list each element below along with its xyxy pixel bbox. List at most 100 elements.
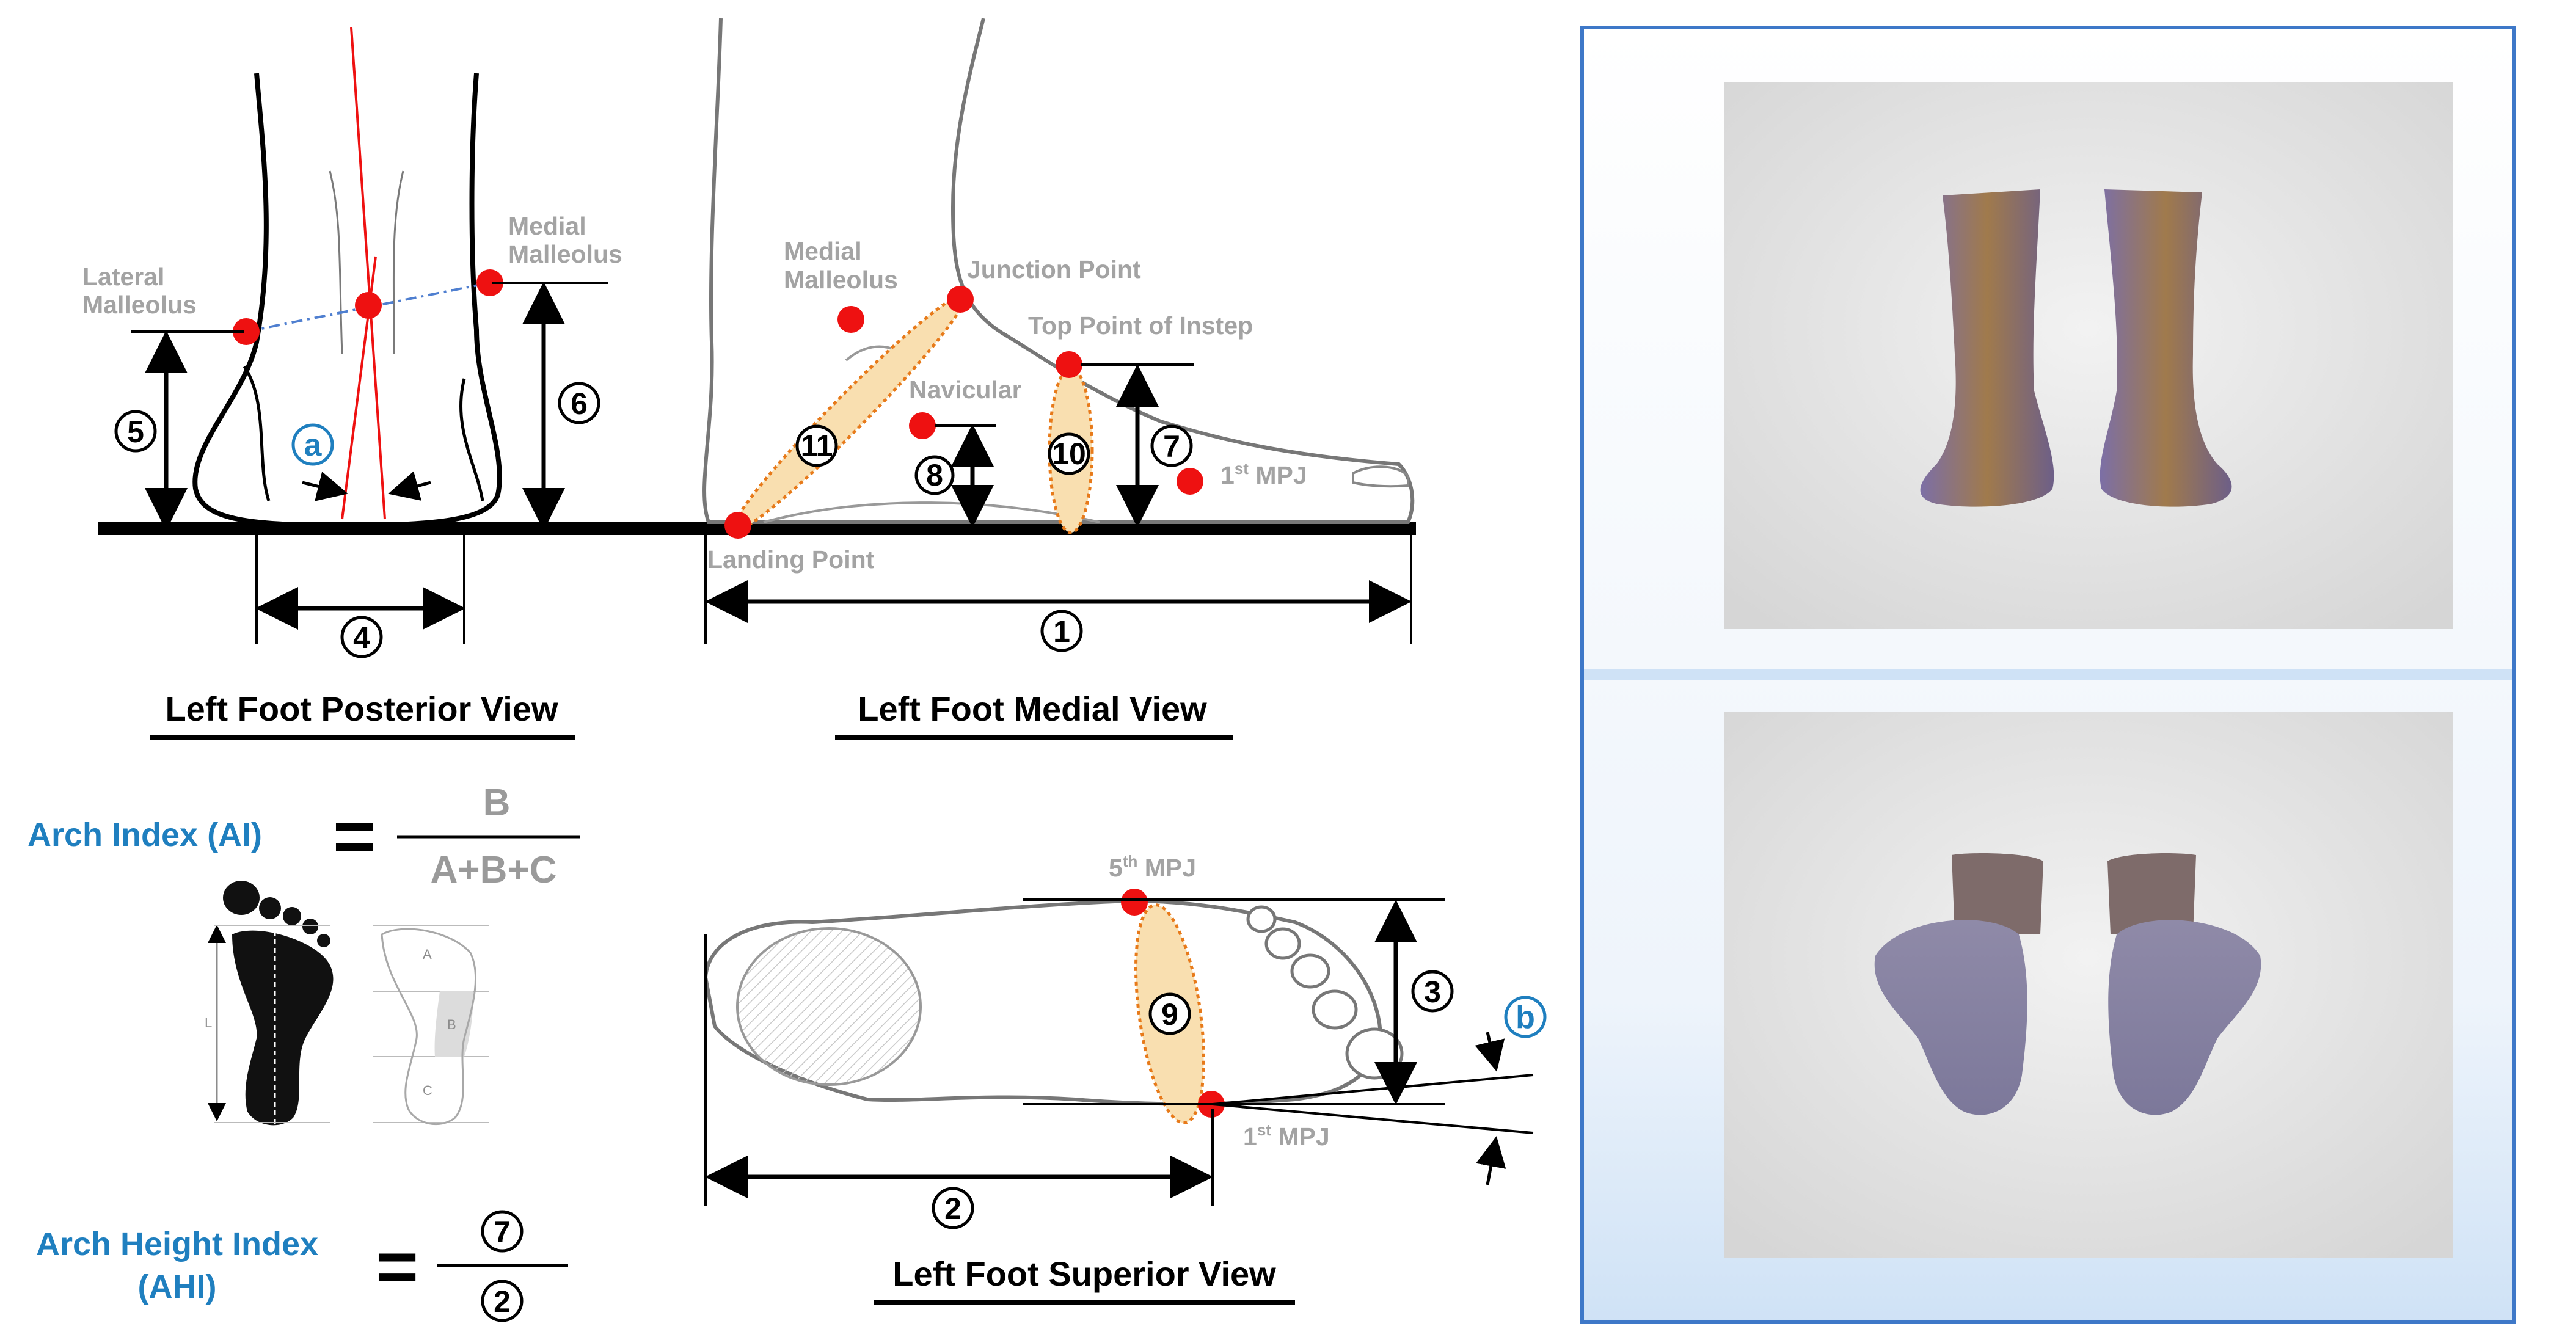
posterior-foot-outline — [192, 73, 502, 528]
angle-a-label: a — [304, 428, 323, 463]
medial-foot-outline — [702, 18, 1415, 524]
posterior-inner-contour — [243, 365, 271, 501]
bottom-left-sole — [1874, 920, 2027, 1115]
measure-8-label: 8 — [926, 458, 943, 492]
angle-arrow-left — [302, 472, 348, 501]
toe-outline-5 — [1246, 905, 1277, 933]
front-render-box — [1724, 82, 2453, 629]
toe-5 — [317, 934, 330, 947]
region-b-label: B — [447, 1017, 456, 1032]
measure-5-label: 5 — [127, 415, 144, 449]
measure-1-badge — [1040, 610, 1083, 652]
ahi-numerator: 7 — [494, 1215, 511, 1249]
angle-b-arrow-bottom — [1476, 1136, 1506, 1185]
top-point-marker — [1056, 351, 1082, 378]
measure-6-label: 6 — [571, 387, 588, 421]
measure-8-badge — [914, 455, 955, 495]
measure-1-label: 1 — [1053, 614, 1070, 649]
top-point-label: Top Point of Instep — [1028, 311, 1253, 340]
measure-11-label: 11 — [801, 429, 833, 463]
front-left-foot — [1920, 189, 2054, 507]
mpj1-label: 1st MPJ — [1220, 459, 1307, 489]
bottom-right-sole — [2108, 920, 2261, 1115]
region-a-label: A — [423, 947, 432, 962]
region-outline — [381, 928, 477, 1126]
medial-arch-contour — [763, 501, 1100, 523]
measure-2-label: 2 — [944, 1192, 961, 1226]
toe-outline-4 — [1264, 927, 1301, 960]
bottom-view-feet-render — [1874, 853, 2261, 1115]
lateral-malleolus-label-1: Lateral — [82, 263, 164, 291]
medial-malleolus-marker — [476, 269, 503, 296]
arch-index-numerator: B — [483, 782, 511, 824]
bottom-right-ankle — [2107, 853, 2196, 934]
achilles-line-right — [392, 170, 404, 355]
superior-view: 9 5th MPJ 1st MPJ 3 b 2 Left Foot Superi… — [703, 852, 1547, 1305]
measure-7-badge — [1150, 424, 1193, 467]
junction-point-marker — [947, 286, 974, 313]
medial-malleolus-label-2: Malleolus — [508, 240, 622, 268]
angle-arrow-right — [388, 471, 431, 501]
measure-4-badge — [340, 616, 383, 658]
ahi-numerator-badge — [481, 1210, 524, 1253]
landing-point-label: Landing Point — [707, 545, 875, 574]
lateral-malleolus-label-2: Malleolus — [82, 291, 197, 319]
ahi-equals: = — [376, 1226, 418, 1308]
mpj1-label-superior: 1st MPJ — [1243, 1121, 1330, 1151]
posterior-inner-contour-right — [459, 378, 484, 501]
medial-malleolus-marker — [837, 306, 864, 333]
superior-view-title: Left Foot Superior View — [892, 1254, 1276, 1293]
measure-11-badge — [795, 424, 838, 467]
region-c-label: C — [423, 1083, 432, 1098]
bottom-left-ankle — [1952, 853, 2043, 934]
mpj5-label: 5th MPJ — [1109, 852, 1196, 882]
mpj5-marker — [1121, 889, 1148, 916]
measure-3-badge — [1411, 970, 1454, 1013]
medial-malleolus-label-2: Malleolus — [784, 266, 898, 294]
posterior-view-title: Left Foot Posterior View — [165, 690, 558, 728]
measure-5-badge — [114, 410, 157, 453]
arch-index-formula: Arch Index (AI) = B A+B+C L A B — [27, 782, 580, 1126]
ahi-denominator-badge — [481, 1280, 524, 1322]
toe-2 — [259, 897, 281, 919]
leg-axis-line — [350, 27, 386, 520]
angle-b-line-2 — [1212, 1103, 1534, 1134]
front-view-feet-render — [1920, 189, 2232, 507]
toe-outline-3 — [1290, 953, 1330, 989]
measure-9-label: 9 — [1161, 997, 1178, 1032]
toe-outline-2 — [1312, 989, 1358, 1030]
ahi-label-1: Arch Height Index — [36, 1226, 318, 1262]
mid-axis-marker — [355, 292, 382, 319]
bottom-render-box — [1724, 712, 2453, 1258]
arch-index-label: Arch Index (AI) — [27, 817, 262, 853]
toe-4 — [302, 919, 318, 934]
medial-view-title: Left Foot Medial View — [858, 690, 1207, 728]
medial-malleolus-label-1: Medial — [784, 237, 862, 265]
lateral-malleolus-marker — [233, 318, 260, 345]
length-L-label: L — [205, 1015, 212, 1030]
big-toe-nail — [1352, 465, 1409, 488]
front-right-foot — [2100, 189, 2232, 507]
ahi-label-2: (AHI) — [138, 1269, 217, 1305]
angle-b-label: b — [1516, 1000, 1535, 1035]
measure-10-label: 10 — [1052, 437, 1086, 471]
render-panel — [1580, 26, 2516, 1324]
arch-index-equals: = — [333, 795, 376, 877]
angle-b-line-1 — [1212, 1074, 1534, 1105]
measure-2-badge — [932, 1187, 974, 1229]
angle-a-badge — [291, 423, 334, 466]
medial-view: 11 10 Medial Malleolus Junction Point To… — [702, 18, 1415, 740]
measure-6-badge — [558, 382, 600, 424]
toes — [1246, 905, 1404, 1080]
measure-4-label: 4 — [353, 621, 370, 655]
heel-pad — [736, 927, 922, 1086]
toe-1 — [223, 881, 260, 915]
angle-b-badge — [1504, 996, 1547, 1038]
ahi-denominator: 2 — [494, 1284, 511, 1319]
navicular-marker — [909, 412, 936, 439]
arch-region-figure: A B C — [373, 925, 489, 1126]
achilles-line-left — [329, 170, 343, 355]
medial-malleolus-label-1: Medial — [508, 212, 586, 240]
footprint-figure: L — [205, 881, 334, 1126]
ahi-formula: Arch Height Index (AHI) = 7 2 — [36, 1210, 568, 1322]
